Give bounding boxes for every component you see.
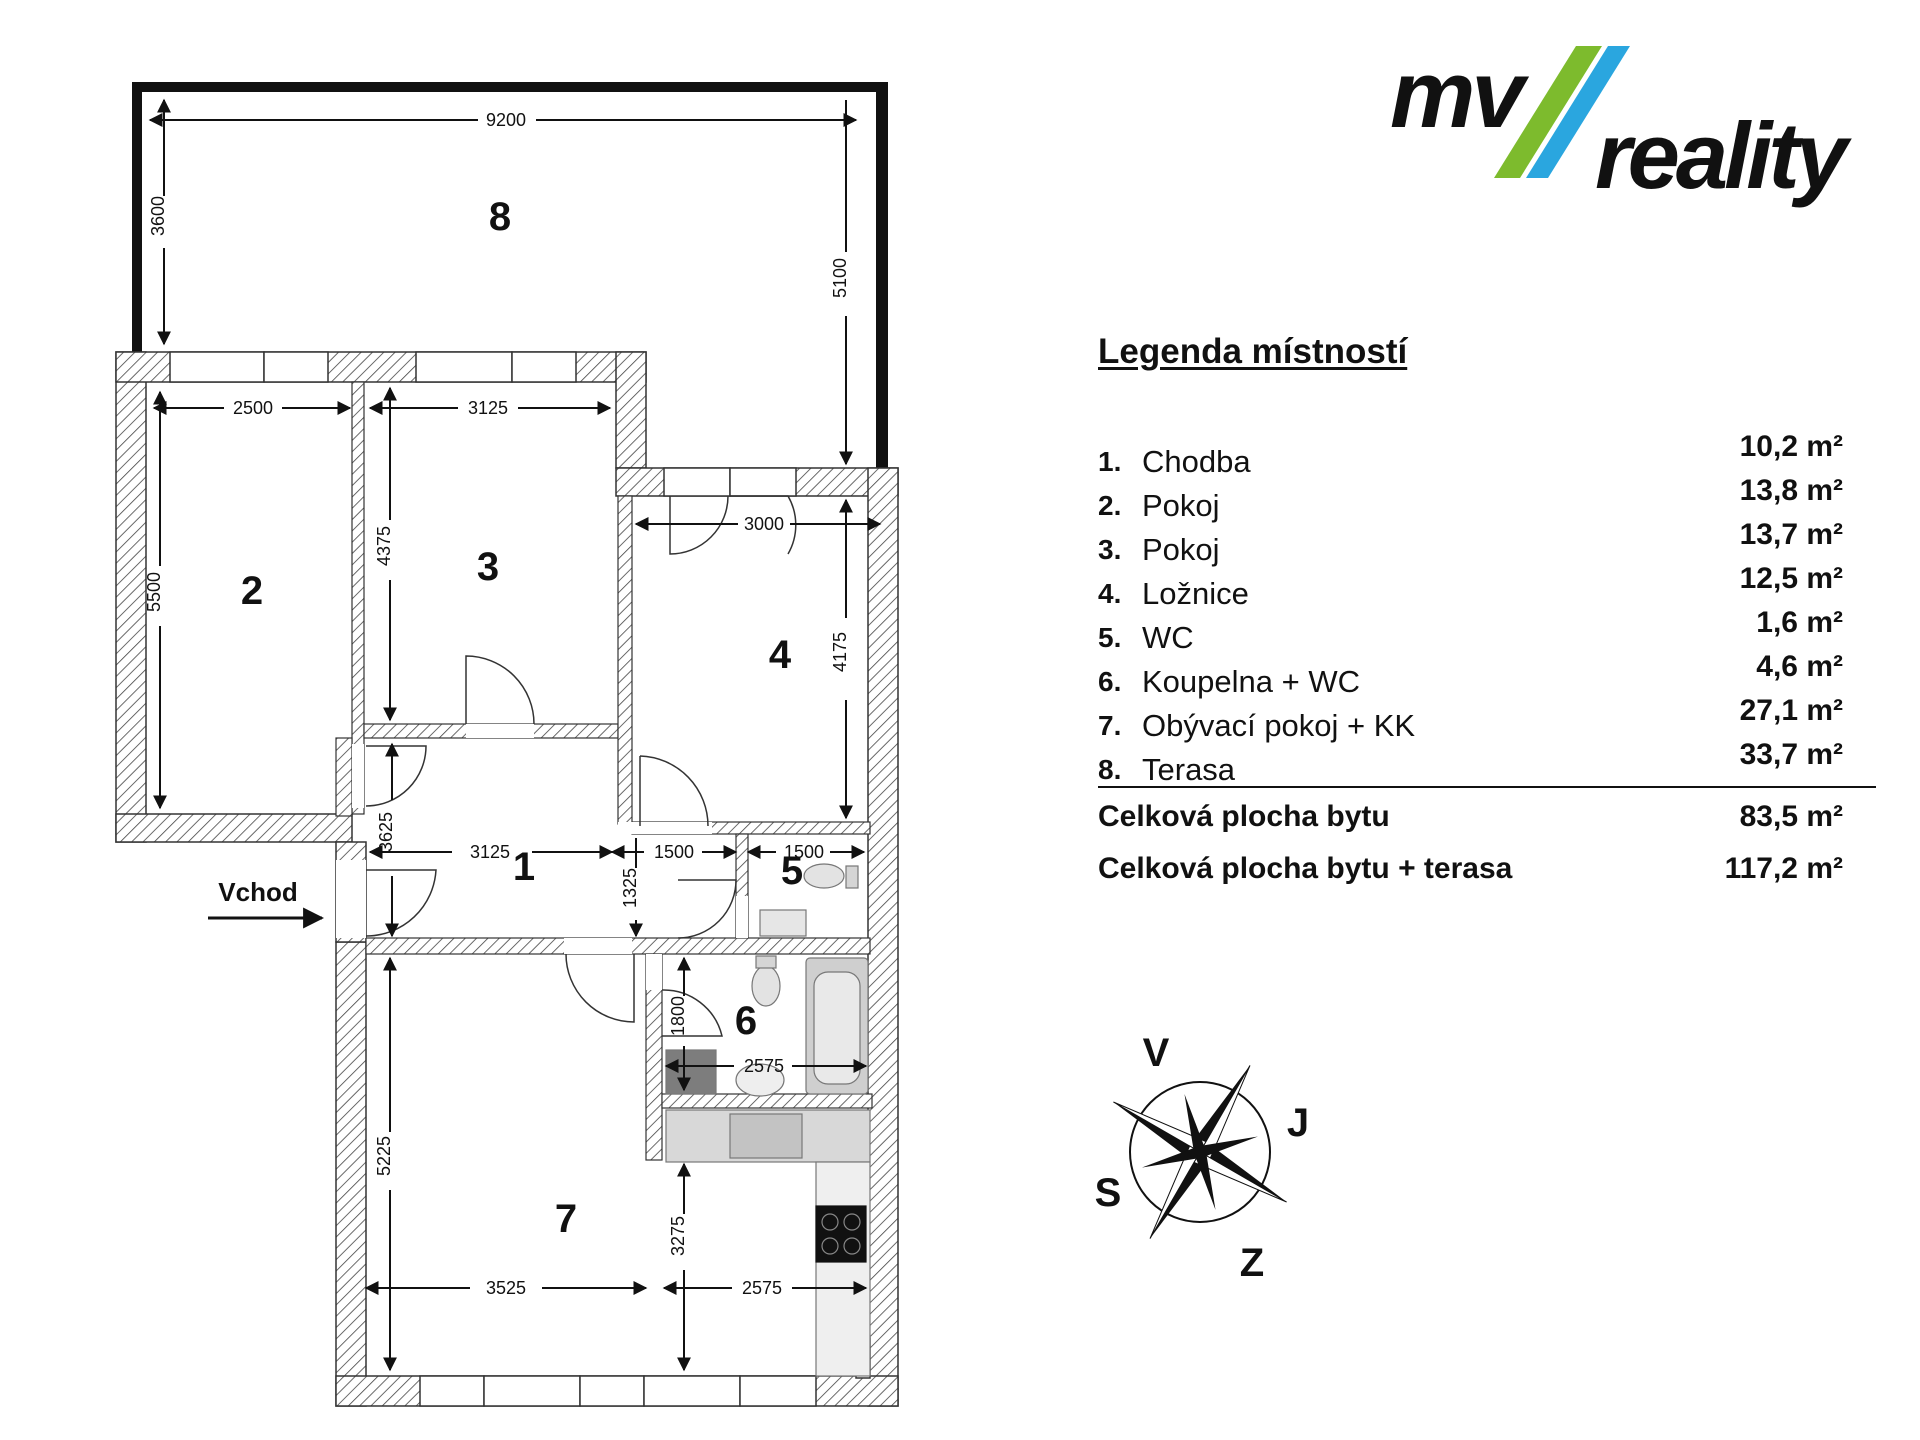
legend-divider (1098, 786, 1876, 788)
legend-room-name: Koupelna + WC (1142, 664, 1360, 699)
logo-text-reality: reality (1595, 103, 1848, 208)
total-row: Celková plocha bytu 83,5 m² (1098, 800, 1843, 844)
logo-text-mv: mv (1390, 41, 1525, 148)
legend-room-area: 12,5 m² (1739, 562, 1843, 595)
logo-stripe-blue (1526, 46, 1630, 178)
compass-north: V (1143, 1031, 1170, 1075)
entry-label: Vchod (218, 877, 297, 907)
room-numbers: 1 2 3 4 5 6 7 8 (241, 195, 803, 1241)
dim-room4-width: 3000 (744, 514, 784, 534)
legend-room-area: 13,8 m² (1739, 474, 1843, 507)
legend-room-area: 27,1 m² (1739, 694, 1843, 727)
dim-room3-width: 3125 (468, 398, 508, 418)
legend-row: 6. Koupelna + WC 4,6 m² (1098, 650, 1843, 699)
compass-south: Z (1240, 1241, 1264, 1285)
dim-room3-height: 4375 (374, 526, 394, 566)
legend-row: 2. Pokoj 13,8 m² (1098, 474, 1843, 523)
dim-passage-width: 1500 (654, 842, 694, 862)
legend-row: 8. Terasa 33,7 m² (1098, 738, 1843, 787)
logo-stripe-green (1494, 46, 1602, 178)
legend-room-name: Terasa (1142, 752, 1236, 787)
toilet-icon (803, 863, 845, 889)
logo-stripes (1494, 46, 1630, 178)
dimension-labels: 9200 3600 5100 2500 5500 3125 4375 3000 … (144, 110, 850, 1298)
dim-bath-height: 1800 (668, 996, 688, 1036)
total-row: Celková plocha bytu + terasa 117,2 m² (1098, 852, 1843, 896)
legend-row: 5. WC 1,6 m² (1098, 606, 1843, 655)
dim-terrace-width: 9200 (486, 110, 526, 130)
dim-hall-small: 1325 (620, 868, 640, 908)
dim-room2-width: 2500 (233, 398, 273, 418)
fixtures (665, 863, 871, 1377)
legend-row: 7. Obývací pokoj + KK 27,1 m² (1098, 694, 1843, 743)
legend-number: 5. (1098, 622, 1122, 653)
legend-number: 2. (1098, 490, 1122, 521)
room-number-4: 4 (769, 633, 792, 677)
legend-room-name: Pokoj (1142, 532, 1220, 567)
legend-number: 4. (1098, 578, 1122, 609)
legend-room-name: Ložnice (1142, 576, 1249, 611)
room-number-6: 6 (735, 999, 757, 1043)
door-gaps (336, 724, 748, 990)
dim-hall-height: 3625 (376, 812, 396, 852)
dim-kitchen-height: 3275 (668, 1216, 688, 1256)
sink-icon (759, 909, 807, 937)
room-number-3: 3 (477, 545, 499, 589)
interior-walls (335, 381, 873, 1161)
legend-row: 4. Ložnice 12,5 m² (1098, 562, 1843, 611)
legend-room-area: 33,7 m² (1739, 738, 1843, 771)
legend-room-name: Obývací pokoj + KK (1142, 708, 1416, 743)
room-number-7: 7 (555, 1197, 577, 1241)
dim-terrace-left: 3600 (148, 196, 168, 236)
windows (169, 351, 871, 1407)
dim-living-height: 5225 (374, 1136, 394, 1176)
compass-west: S (1095, 1171, 1122, 1215)
dim-wc-width: 1500 (784, 842, 824, 862)
legend-room-name: Pokoj (1142, 488, 1220, 523)
legend-number: 1. (1098, 446, 1122, 477)
legend-room-name: WC (1142, 620, 1194, 655)
sink-icon (735, 1063, 785, 1097)
terrace-frame (132, 82, 888, 470)
legend-title: Legenda místností (1098, 332, 1408, 371)
legend-room-area: 13,7 m² (1739, 518, 1843, 551)
dimension-lines (148, 98, 882, 1372)
dim-kitchen-width: 2575 (742, 1278, 782, 1298)
kitchen-counter (815, 1161, 871, 1377)
washing-machine-icon (665, 1049, 717, 1095)
legend-row: 3. Pokoj 13,7 m² (1098, 518, 1843, 567)
legend-row: 1. Chodba 10,2 m² (1098, 430, 1843, 479)
total-area: 117,2 m² (1724, 852, 1843, 885)
dim-terrace-right: 5100 (830, 258, 850, 298)
room-number-8: 8 (489, 195, 511, 239)
entry-marker: Vchod (208, 877, 325, 929)
total-label: Celková plocha bytu + terasa (1098, 852, 1513, 885)
legend-number: 7. (1098, 710, 1122, 741)
dim-bath-width: 2575 (744, 1056, 784, 1076)
legend-number: 8. (1098, 754, 1122, 785)
legend-room-area: 10,2 m² (1739, 430, 1843, 463)
legend-number: 6. (1098, 666, 1122, 697)
compass-rose: V J S Z (1095, 1031, 1309, 1285)
cooktop-icon (815, 1205, 867, 1263)
legend-room-area: 4,6 m² (1756, 650, 1843, 683)
company-logo: mv reality (1390, 40, 1890, 210)
room-number-1: 1 (513, 845, 535, 889)
legend-room-area: 1,6 m² (1756, 606, 1843, 639)
door-swings (365, 495, 797, 1037)
dim-room2-height: 5500 (144, 572, 164, 612)
dim-hall-width: 3125 (470, 842, 510, 862)
dim-living-width: 3525 (486, 1278, 526, 1298)
compass-east: J (1287, 1101, 1309, 1145)
room-number-2: 2 (241, 569, 263, 613)
total-area: 83,5 m² (1739, 800, 1843, 833)
legend-number: 3. (1098, 534, 1122, 565)
room-number-5: 5 (781, 849, 803, 893)
legend-room-name: Chodba (1142, 444, 1251, 479)
total-label: Celková plocha bytu (1098, 800, 1390, 833)
dim-room4-height: 4175 (830, 632, 850, 672)
